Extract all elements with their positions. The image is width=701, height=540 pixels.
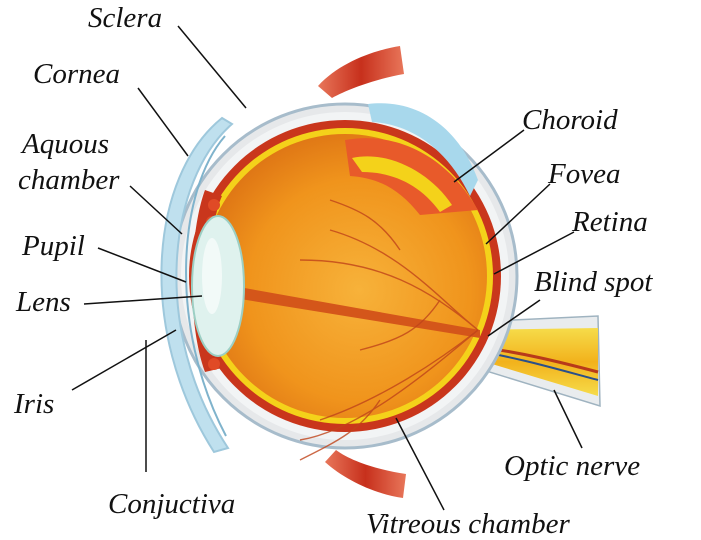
label-retina: Retina (572, 208, 648, 237)
upper-muscle (318, 46, 404, 98)
lower-muscle (325, 450, 406, 498)
label-lens: Lens (16, 288, 71, 317)
label-pupil: Pupil (22, 232, 85, 261)
label-blind-spot: Blind spot (534, 268, 652, 297)
label-fovea: Fovea (548, 160, 620, 189)
label-cornea: Cornea (33, 60, 120, 89)
label-sclera: Sclera (88, 4, 162, 33)
label-choroid: Choroid (522, 106, 618, 135)
label-optic-nerve: Optic nerve (504, 452, 640, 481)
label-iris: Iris (14, 390, 54, 419)
label-vitreous-chamber: Vitreous chamber (366, 510, 570, 539)
label-aqueous-line1: Aquous (22, 130, 109, 159)
label-aqueous-line2: chamber (18, 166, 119, 195)
label-conjunctiva: Conjuctiva (108, 490, 235, 519)
